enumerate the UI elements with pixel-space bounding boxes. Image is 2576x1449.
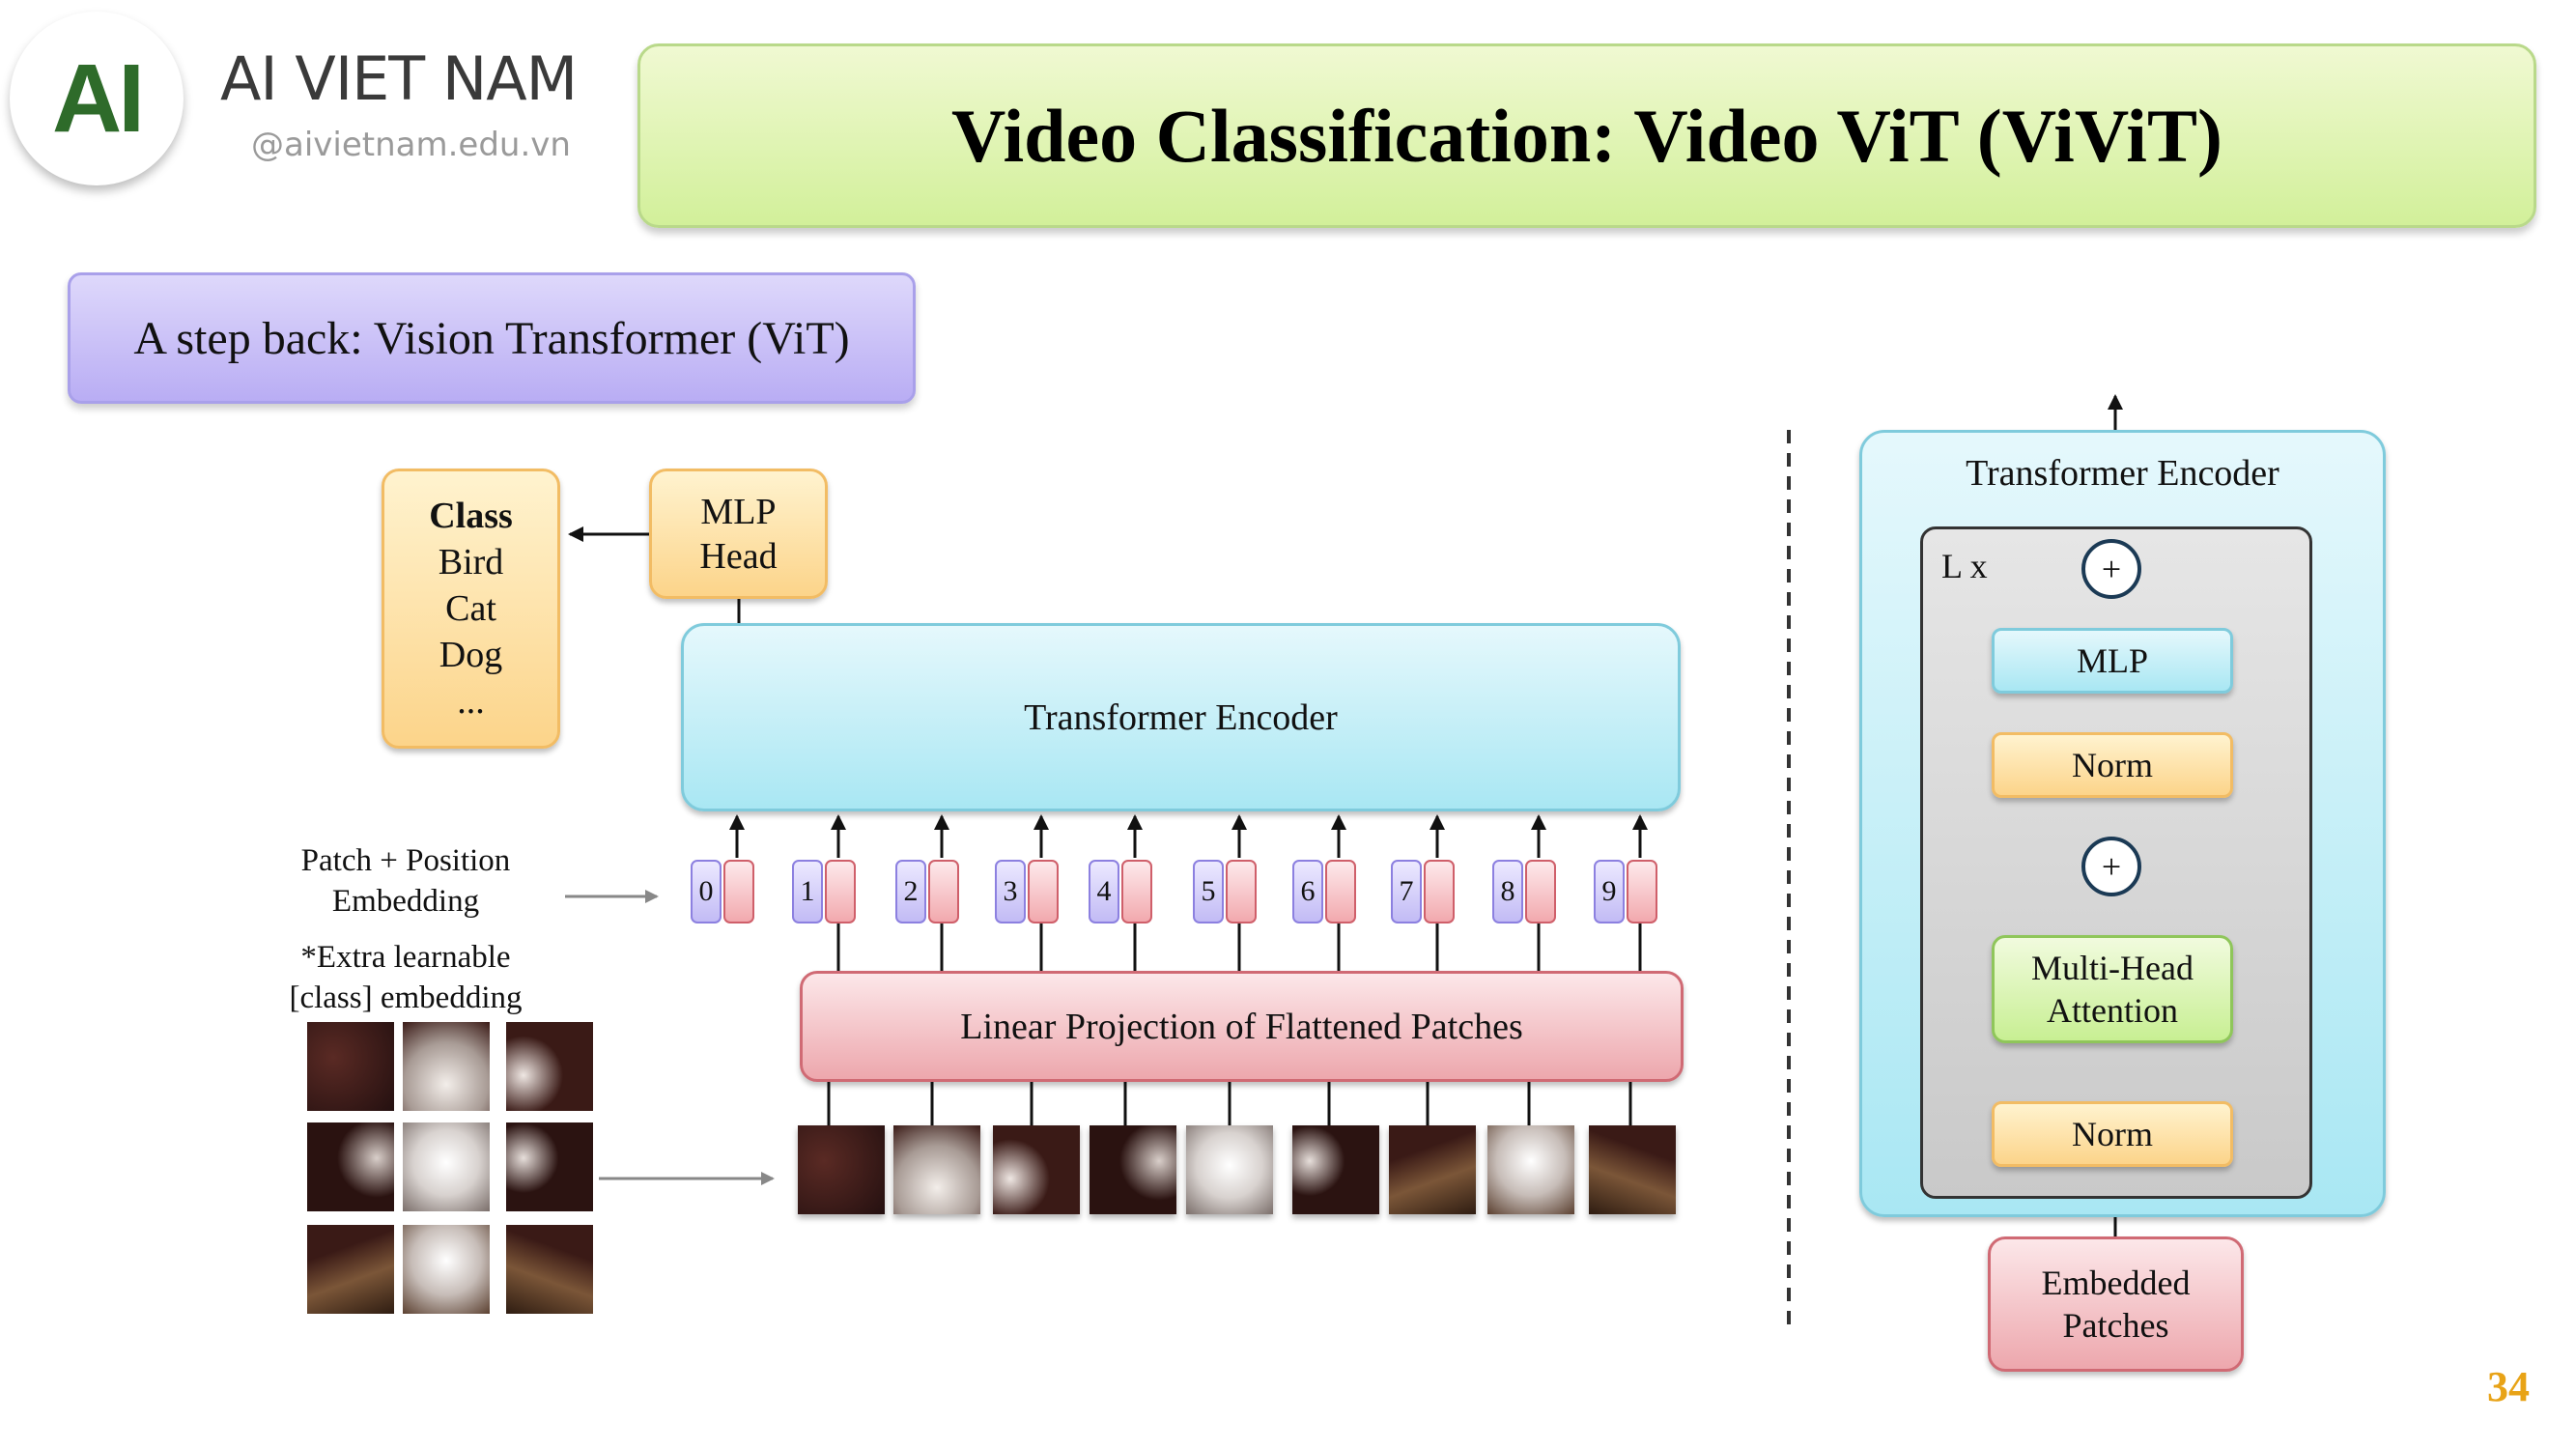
linear-projection-label: Linear Projection of Flattened Patches (960, 1006, 1523, 1047)
flattened-patch-tile (1389, 1125, 1476, 1214)
residual-add-bottom: + (2081, 837, 2141, 896)
position-embedding-token: 9 (1594, 860, 1625, 923)
norm-top-block: Norm (1992, 732, 2233, 798)
image-patch-tile (307, 1022, 394, 1111)
residual-add-top: + (2081, 539, 2141, 599)
flattened-patch-tile (1090, 1125, 1176, 1214)
flattened-patch-tile (1292, 1125, 1379, 1214)
position-embedding-token: 1 (792, 860, 823, 923)
image-patch-tile (506, 1122, 593, 1211)
position-embedding-token: 7 (1391, 860, 1422, 923)
transformer-encoder-box: Transformer Encoder (681, 623, 1681, 811)
patch-embedding-token (1325, 860, 1356, 923)
position-embedding-token: 4 (1089, 860, 1119, 923)
flattened-patch-tile (1487, 1125, 1574, 1214)
token-arrows (729, 814, 1648, 1125)
class-output-box: Class Bird Cat Dog ... (382, 469, 560, 749)
encoder-detail-title: Transformer Encoder (1966, 453, 2279, 494)
image-patch-tile (307, 1122, 394, 1211)
mlp-head-line: Head (699, 535, 778, 577)
flattened-patch-tile (1186, 1125, 1273, 1214)
image-patch-tile (403, 1225, 490, 1314)
mlp-head-box: MLP Head (649, 469, 828, 599)
flattened-patch-tile (893, 1125, 980, 1214)
image-patch-tile (307, 1225, 394, 1314)
position-embedding-token: 5 (1193, 860, 1224, 923)
position-embedding-token: 2 (895, 860, 926, 923)
encoder-label: Transformer Encoder (1024, 696, 1338, 738)
extra-class-embedding-label: *Extra learnable[class] embedding (289, 940, 523, 1015)
patch-embedding-token (1424, 860, 1455, 923)
norm-bottom-block: Norm (1992, 1101, 2233, 1167)
class-heading: Class (429, 496, 513, 536)
position-embedding-token: 3 (995, 860, 1026, 923)
patch-embedding-token (928, 860, 959, 923)
class-item: Dog (439, 635, 503, 675)
flattened-patch-tile (993, 1125, 1080, 1214)
position-embedding-token: 0 (691, 860, 722, 923)
slide-subtitle: A step back: Vision Transformer (ViT) (68, 272, 916, 404)
patch-embedding-token (1627, 860, 1657, 923)
logo-website: @aivietnam.edu.vn (251, 126, 571, 164)
patch-embedding-token (1028, 860, 1059, 923)
position-embedding-token: 6 (1292, 860, 1323, 923)
mlp-block: MLP (1992, 628, 2233, 694)
image-patch-tile (403, 1122, 490, 1211)
position-embedding-token: 8 (1492, 860, 1523, 923)
image-patch-tile (403, 1022, 490, 1111)
slide-title: Video Classification: Video ViT (ViViT) (637, 43, 2536, 228)
image-patch-tile (506, 1022, 593, 1111)
flattened-patch-tile (798, 1125, 885, 1214)
mlp-head-line: MLP (700, 491, 777, 532)
page-number: 34 (2487, 1363, 2530, 1410)
class-item: ... (457, 681, 485, 722)
linear-projection-box: Linear Projection of Flattened Patches (800, 971, 1684, 1082)
patch-embedding-token (825, 860, 856, 923)
patch-embedding-token (1525, 860, 1556, 923)
patch-embedding-token (1226, 860, 1257, 923)
class-item: Cat (445, 588, 496, 629)
patch-embedding-token (723, 860, 754, 923)
logo-name: AI VIET NAM (220, 43, 578, 114)
repeat-label: L x (1941, 547, 1988, 585)
logo-mark: AI (10, 12, 184, 185)
flattened-patch-tile (1589, 1125, 1676, 1214)
class-item: Bird (438, 542, 504, 582)
patch-embedding-token (1121, 860, 1152, 923)
image-patch-tile (506, 1225, 593, 1314)
